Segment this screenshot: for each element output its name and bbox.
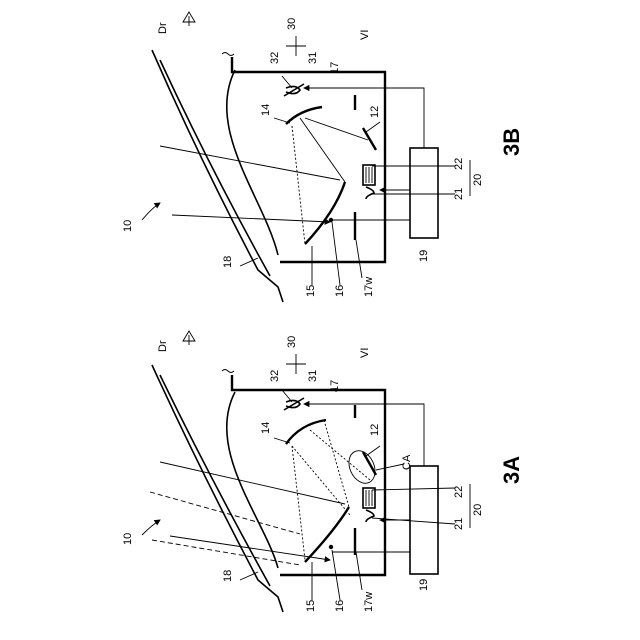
label-sensor-emitter-3a: 31	[307, 370, 319, 382]
housing-3a	[232, 375, 385, 575]
label-sensor-detector-3a: 32	[269, 370, 281, 382]
label-sensor-3b: 30	[286, 18, 298, 30]
dashboard-3b	[227, 70, 278, 255]
label-projector-3b: 20	[472, 174, 484, 186]
label-concave-mirror-3b: 14	[260, 104, 272, 116]
label-sensor-emitter-3b: 31	[307, 52, 319, 64]
shield-3a	[329, 545, 333, 549]
mirror-12-3a	[363, 452, 376, 475]
label-view-3b: VI	[359, 30, 371, 40]
light-source-3b	[366, 187, 374, 199]
plane-mirror-3b	[305, 182, 345, 244]
label-view-3a: VI	[359, 348, 371, 358]
label-sensor-detector-3b: 32	[269, 52, 281, 64]
label-vehicle-3b: 10	[122, 220, 134, 232]
figure-3a: 10 18 14 15 16 17w 17 19 20 21 22 30 31 …	[122, 331, 524, 612]
label-display-3b: 22	[453, 158, 465, 170]
plane-mirror-3a	[305, 507, 349, 562]
concave-mirror-3b	[286, 107, 322, 124]
figure-title-3a: 3A	[499, 456, 524, 484]
label-housing-3b: 17	[329, 62, 341, 74]
label-opening-3a: 17w	[363, 592, 375, 612]
label-windshield-3b: 18	[222, 256, 234, 268]
label-opening-3b: 17w	[363, 277, 375, 297]
controller-3a	[410, 466, 438, 574]
label-windshield-3a: 18	[222, 570, 234, 582]
label-mirror-12-3b: 12	[369, 106, 381, 118]
label-projector-3a: 20	[472, 504, 484, 516]
label-sensor-3a: 30	[286, 336, 298, 348]
label-controller-3a: 19	[418, 579, 430, 591]
label-plane-mirror-3b: 15	[305, 285, 317, 297]
light-source-3a	[366, 510, 374, 522]
label-region-3a: CA	[401, 454, 413, 470]
figure-title-3b: 3B	[499, 128, 524, 156]
label-vehicle-3a: 10	[122, 533, 134, 545]
figure-3b: 10 18 14 15 16 17w 17 19 20 21 22 30 31 …	[122, 12, 524, 302]
controller-3b	[410, 148, 438, 238]
label-shield-3b: 16	[334, 285, 346, 297]
label-mirror-12-3a: 12	[369, 424, 381, 436]
label-housing-3a: 17	[329, 380, 341, 392]
label-concave-mirror-3a: 14	[260, 422, 272, 434]
concave-mirror-3a	[286, 420, 326, 444]
label-direction-3a: Dr	[157, 340, 169, 352]
label-direction-3b: Dr	[157, 22, 169, 34]
label-shield-3a: 16	[334, 600, 346, 612]
label-controller-3b: 19	[418, 250, 430, 262]
dashboard-3a	[227, 392, 278, 568]
label-plane-mirror-3a: 15	[305, 600, 317, 612]
